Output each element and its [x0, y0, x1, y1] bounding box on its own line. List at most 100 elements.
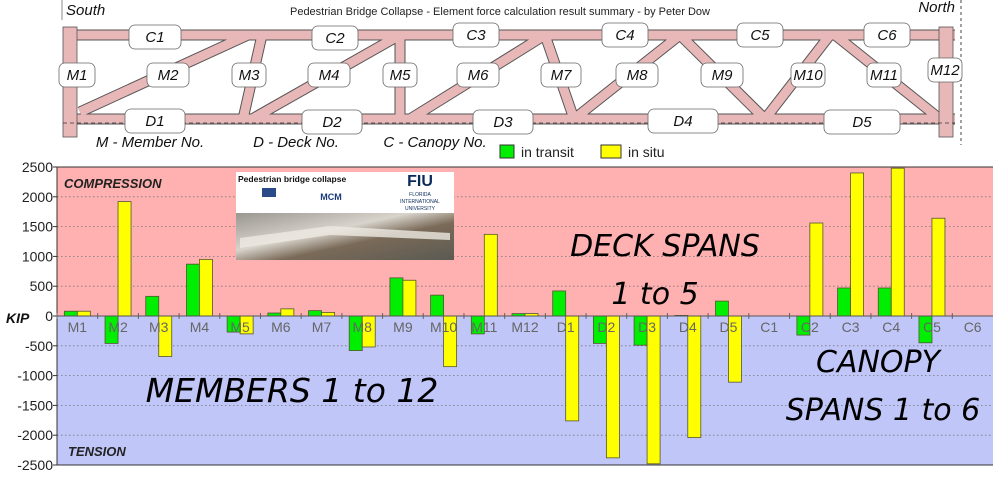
truss-label-m1: M1 [58, 62, 96, 88]
truss-label-c2: C2 [311, 25, 359, 51]
truss-label-text: C4 [615, 27, 634, 44]
truss-label-m2: M2 [146, 62, 190, 88]
truss-label-text: M8 [627, 67, 648, 84]
bar-in-transit-d5 [715, 300, 729, 317]
x-tick-label: D4 [679, 319, 697, 335]
truss-label-text: C1 [145, 29, 164, 46]
truss-label-c1: C1 [128, 24, 182, 50]
bar-in-transit-m1 [63, 310, 78, 317]
bar-in-situ-c3 [850, 172, 864, 317]
truss-label-d4: D4 [647, 108, 719, 134]
truss-label-text: D4 [673, 113, 692, 130]
bar-in-situ-d2 [605, 315, 620, 459]
bar-in-situ-m4 [199, 258, 213, 317]
truss-label-m12: M12 [927, 57, 963, 83]
truss-label-d2: D2 [301, 109, 363, 135]
members-label: MEMBERS 1 to 12 [146, 371, 439, 410]
y-tick-label: 1000 [22, 248, 53, 264]
truss-label-m3: M3 [231, 62, 267, 88]
y-tick-label: -2500 [17, 457, 53, 473]
x-tick-label: C5 [923, 319, 941, 335]
x-tick-label: C2 [801, 319, 819, 335]
bar-in-situ-m9 [402, 279, 417, 317]
tension-label: TENSION [68, 444, 126, 459]
truss-label-text: C6 [877, 27, 897, 44]
x-tick-label: C6 [964, 319, 982, 335]
truss-label-text: M3 [239, 67, 260, 84]
bar-in-transit-c3 [837, 287, 851, 317]
x-tick-label: M8 [352, 319, 372, 335]
bar-in-situ-m11 [483, 233, 498, 317]
x-tick-label: D2 [597, 319, 615, 335]
truss-label-c4: C4 [601, 22, 649, 48]
north-label: North [918, 0, 955, 16]
truss-label-text: M10 [793, 67, 823, 84]
x-tick-label: M11 [471, 319, 497, 335]
truss-label-text: M6 [468, 67, 489, 84]
truss-label-text: M4 [319, 67, 340, 84]
x-tick-label: M10 [430, 319, 457, 335]
fiu-sub-3: UNIVERSITY [405, 206, 436, 212]
key-member: M - Member No. [96, 134, 204, 151]
key-deck: D - Deck No. [253, 134, 339, 151]
legend: in transit in situ [499, 144, 665, 160]
truss-label-text: M9 [712, 67, 733, 84]
bar-in-situ-c4 [890, 167, 905, 317]
legend-label-in-transit: in transit [521, 144, 574, 160]
canopy-spans-range: SPANS 1 to 6 [786, 393, 981, 428]
bar-in-transit-m10 [430, 294, 445, 317]
legend-label-in-situ: in situ [628, 144, 665, 160]
truss-label-c6: C6 [863, 22, 911, 48]
plot-area: 25002000150010005000-500-1000-1500-2000-… [17, 159, 993, 473]
truss-label-c3: C3 [452, 22, 500, 48]
truss-label-m5: M5 [382, 62, 418, 88]
compression-region [57, 167, 993, 316]
bar-in-transit-m4 [186, 263, 200, 317]
truss-label-text: M11 [870, 67, 898, 84]
bar-in-situ-d3 [646, 315, 661, 465]
x-tick-label: M1 [68, 319, 88, 335]
truss-label-d1: D1 [124, 108, 186, 134]
compression-label: COMPRESSION [64, 176, 162, 191]
bar-in-transit-m3 [145, 295, 160, 317]
truss-label-m4: M4 [307, 62, 351, 88]
tension-region [57, 316, 993, 465]
truss-label-d5: D5 [823, 109, 901, 135]
canopy-label: CANOPY [816, 345, 943, 380]
bar-in-transit-m9 [389, 277, 404, 317]
bar-in-situ-c5 [931, 217, 946, 317]
x-tick-label: C1 [760, 319, 778, 335]
bar-in-transit-d1 [552, 290, 567, 317]
south-label: South [66, 2, 105, 19]
bar-in-situ-m1 [76, 310, 91, 317]
legend-swatch-in-situ [600, 144, 622, 159]
bar-in-situ-m2 [117, 201, 132, 317]
x-tick-label: C3 [842, 319, 860, 335]
y-tick-label: -1500 [17, 397, 53, 413]
truss-label-text: M7 [551, 67, 572, 84]
truss-label-text: M1 [67, 67, 88, 84]
bar-in-situ-m7 [321, 312, 335, 317]
truss-label-m6: M6 [456, 62, 500, 88]
y-tick-label: 0 [45, 308, 53, 324]
x-tick-label: M12 [511, 319, 538, 335]
x-tick-label: M2 [108, 319, 128, 335]
inset-title: Pedestrian bridge collapse [238, 174, 346, 184]
truss-label-text: M5 [390, 67, 411, 84]
truss-label-text: M12 [930, 62, 960, 79]
truss-label-m7: M7 [540, 62, 582, 88]
truss-label-text: C2 [325, 30, 345, 47]
x-tick-label: M7 [312, 319, 332, 335]
y-tick-label: -1000 [17, 368, 53, 384]
y-tick-label: 1500 [22, 219, 53, 235]
bar-in-transit-c4 [877, 287, 892, 317]
bar-in-situ-m6 [280, 308, 295, 317]
y-tick-label: 2000 [22, 189, 53, 205]
figure-title: Pedestrian Bridge Collapse - Element for… [290, 6, 710, 18]
x-tick-label: D1 [557, 319, 575, 335]
y-tick-label: -500 [25, 338, 53, 354]
truss-label-m9: M9 [700, 62, 744, 88]
